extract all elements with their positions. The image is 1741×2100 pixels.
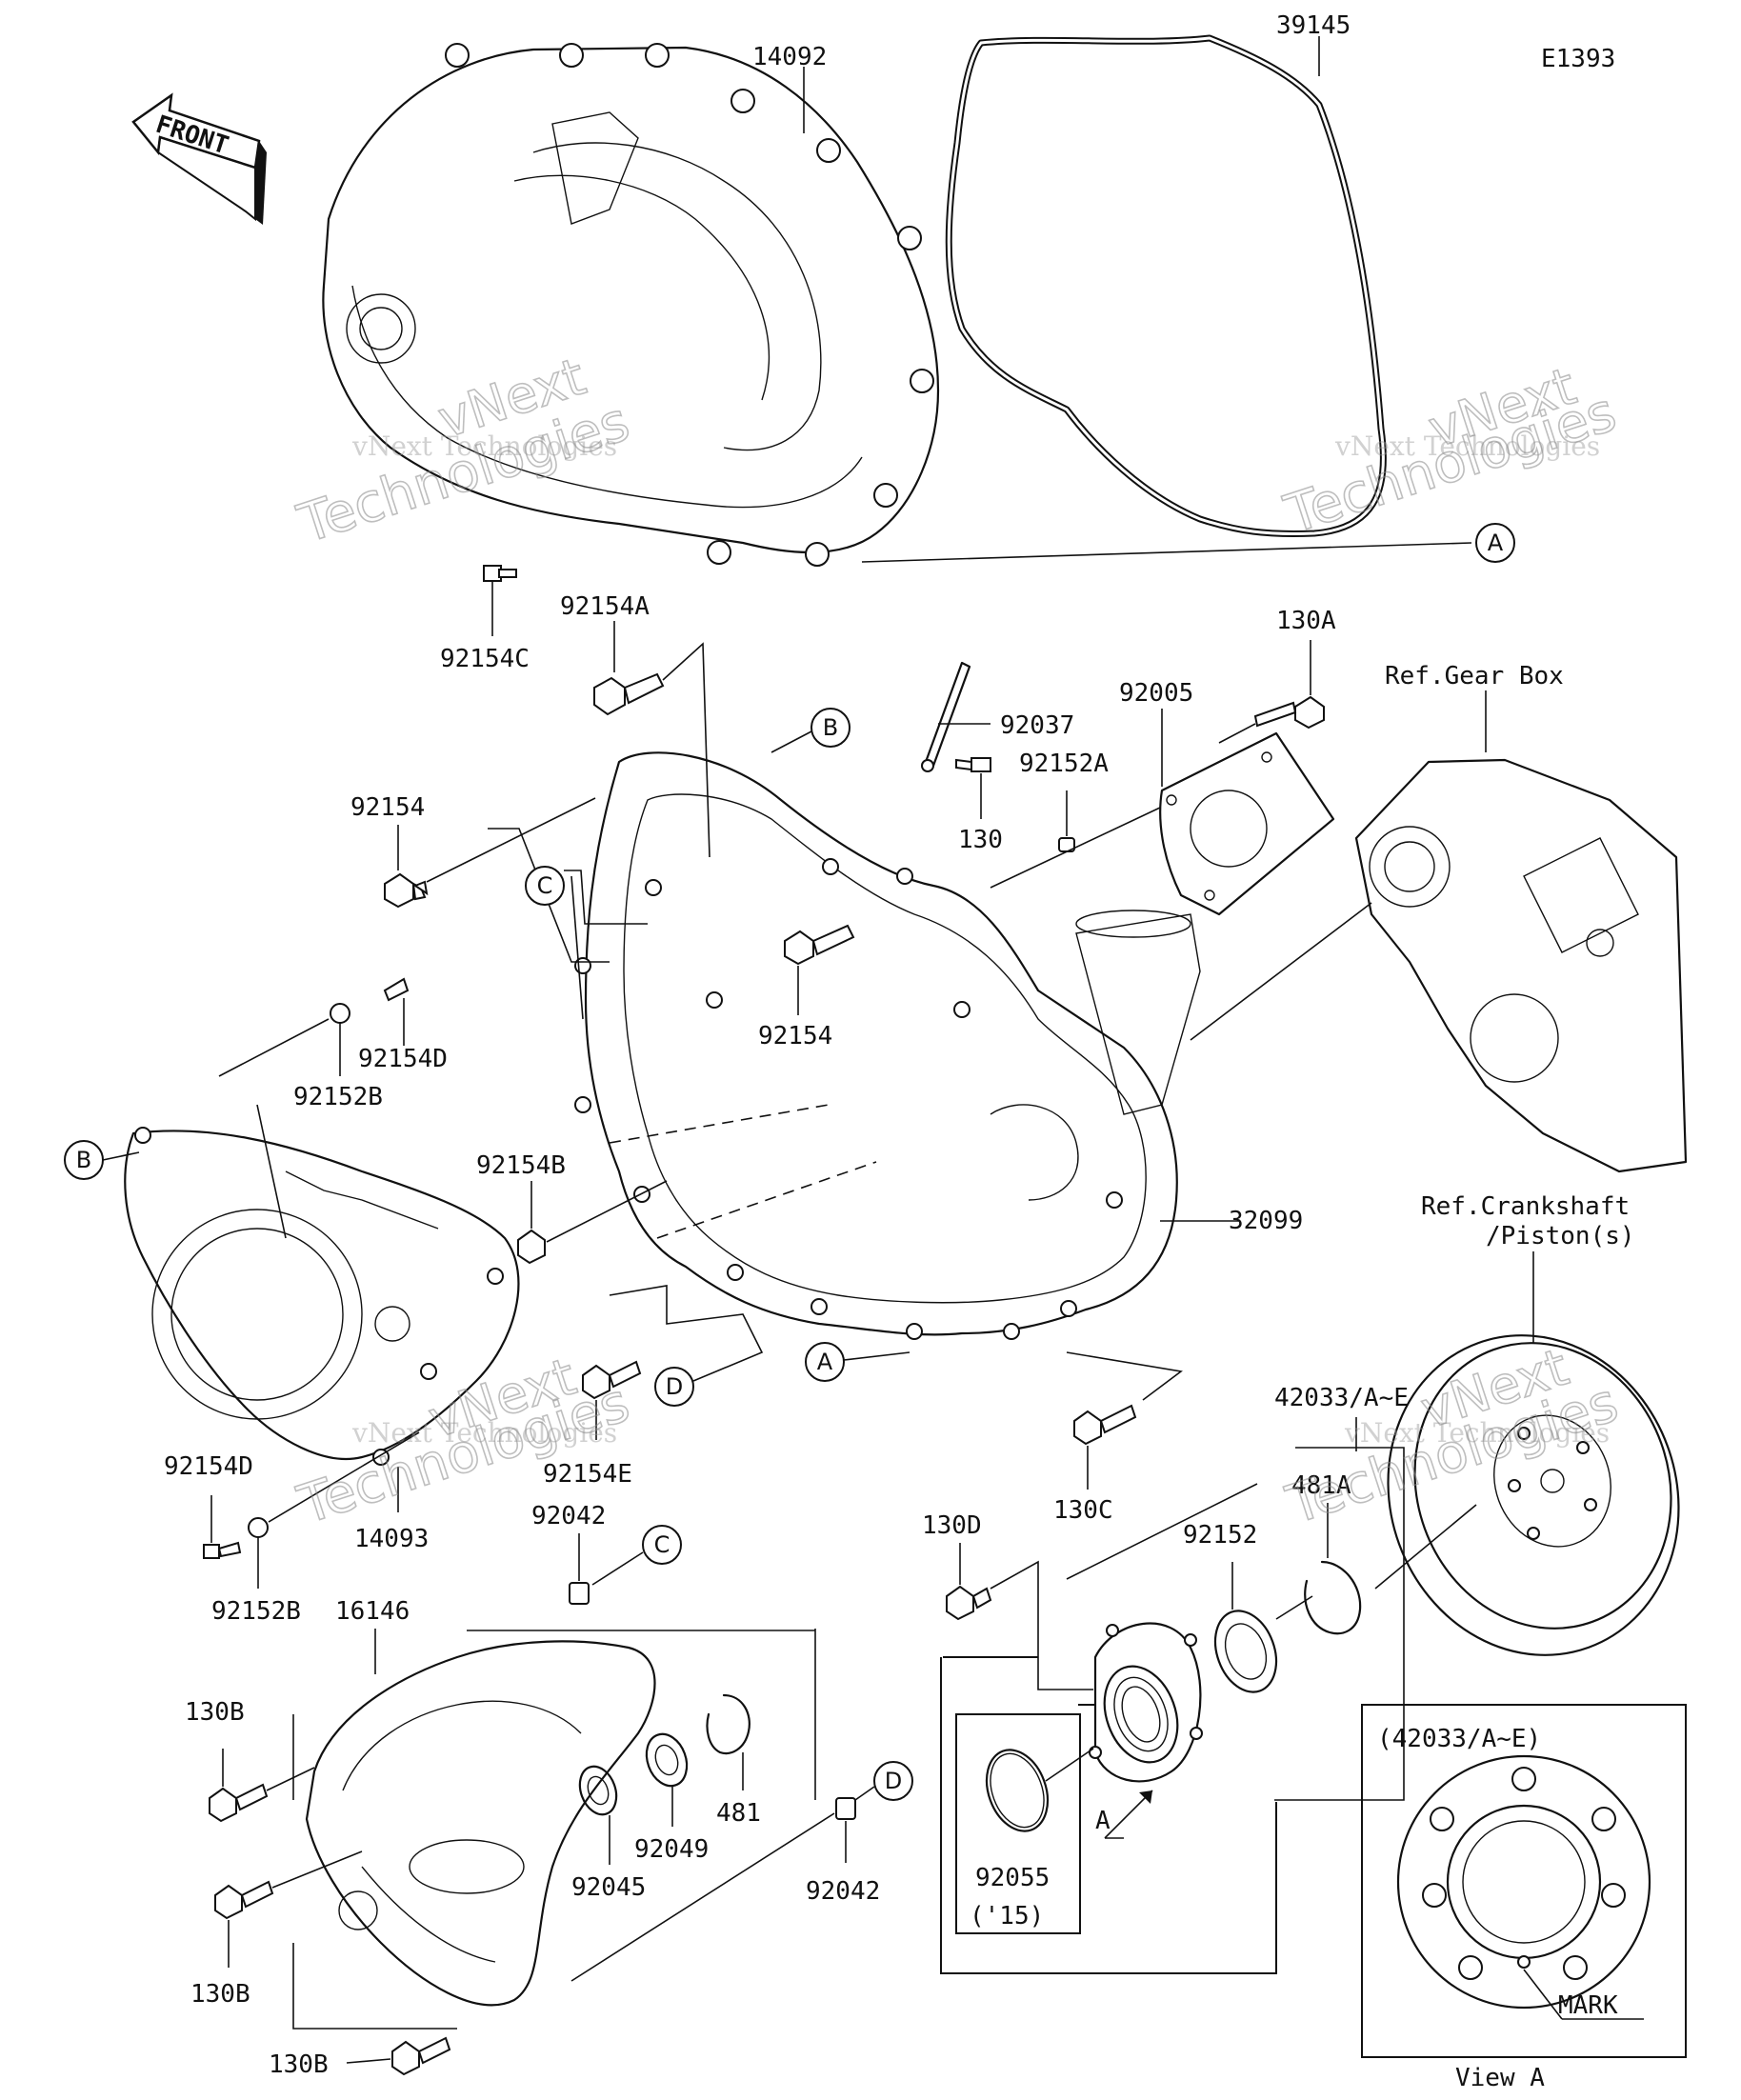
part-130C: 130C (1053, 1496, 1113, 1525)
bolt-130B-3 (391, 2036, 451, 2076)
part-92154E: 92154E (543, 1460, 632, 1489)
bolt-92154-mid (784, 924, 855, 966)
gasket-92005 (1159, 731, 1335, 916)
flywheel-ref (1387, 1334, 1680, 1656)
bolt-130C (1073, 1404, 1137, 1446)
part-92154A: 92154A (560, 592, 650, 621)
part-92154-mid: 92154 (758, 1022, 832, 1050)
bolt-92154-left (384, 872, 429, 909)
part-92154D-bot: 92154D (164, 1452, 253, 1481)
callout-c-bot: C (654, 1531, 670, 1558)
part-92037: 92037 (1000, 711, 1074, 740)
bolt-92154C (483, 565, 517, 582)
ref-gear-box: Ref.Gear Box (1385, 662, 1564, 690)
view-a-hub (1396, 1754, 1651, 2010)
part-14093: 14093 (354, 1525, 429, 1553)
svg-text:vNext Technologies: vNext Technologies (351, 430, 617, 462)
bolt-130B-2 (214, 1880, 274, 1920)
ref-crankshaft-2: /Piston(s) (1486, 1222, 1635, 1250)
callout-c-mid: C (537, 872, 553, 899)
bolt-92154A (593, 672, 665, 716)
bolt-130A (1253, 695, 1325, 730)
dowel-92042-bot (835, 1797, 856, 1820)
part-92152: 92152 (1183, 1521, 1257, 1550)
svg-text:vNext Technologies: vNext Technologies (351, 1417, 617, 1449)
part-92154D-top: 92154D (358, 1045, 448, 1073)
part-42033: 42033/A~E (1274, 1384, 1409, 1412)
gear-box-ref (1354, 758, 1688, 1173)
bolt-92154E (582, 1360, 642, 1400)
part-14092: 14092 (752, 43, 827, 71)
part-92042-top: 92042 (531, 1502, 606, 1530)
watermark-bottom-right: vNext Technologies vNext Technologies (1278, 1336, 1626, 1538)
part-92055-year: ('15) (970, 1902, 1044, 1930)
part-481A: 481A (1291, 1471, 1351, 1500)
part-92152B-top: 92152B (293, 1083, 383, 1111)
seal-92049 (645, 1732, 689, 1788)
svg-text:vNext Technologies: vNext Technologies (1334, 430, 1600, 462)
seal-92152 (1213, 1610, 1278, 1693)
front-arrow-icon: FRONT (131, 92, 267, 225)
watermark-top-left: vNext Technologies vNext Technologies (290, 346, 637, 557)
dowel-92042-top (569, 1582, 590, 1605)
bolt-130B-1 (209, 1783, 269, 1823)
part-481: 481 (716, 1799, 761, 1828)
watermark-top-right: vNext Technologies vNext Technologies (1276, 355, 1624, 548)
clutch-cover-14092 (322, 43, 940, 567)
part-92152A: 92152A (1019, 750, 1109, 778)
crankcase-32099 (574, 751, 1201, 1340)
cover-14093 (124, 1127, 520, 1466)
view-a-caption: View A (1455, 2064, 1545, 2092)
part-92154B: 92154B (476, 1151, 566, 1180)
washer-92152B-top (330, 1003, 350, 1024)
part-32099: 32099 (1229, 1207, 1303, 1235)
cover-16146 (305, 1640, 656, 2007)
part-92055: 92055 (975, 1864, 1050, 1892)
part-130D: 130D (922, 1511, 982, 1540)
part-130B-3: 130B (269, 2050, 329, 2079)
part-92152B-bot: 92152B (211, 1597, 301, 1626)
box-92055 (955, 1713, 1081, 1934)
ref-crankshaft-1: Ref.Crankshaft (1421, 1192, 1630, 1221)
diagram-code: E1393 (1541, 45, 1615, 73)
part-92049: 92049 (634, 1835, 709, 1864)
washer-92152B-bot (248, 1517, 269, 1538)
callout-d-bot: D (885, 1768, 902, 1794)
hose-92037 (921, 661, 971, 772)
callout-d-mid: D (666, 1373, 683, 1400)
bolt-130D (946, 1585, 992, 1621)
gasket-39145 (945, 34, 1387, 537)
part-92045: 92045 (571, 1873, 646, 1902)
callout-a-mid: A (817, 1349, 833, 1375)
oring-92055 (985, 1749, 1050, 1832)
view-a-mark: MARK (1558, 1991, 1618, 2020)
seal-92045 (578, 1765, 618, 1816)
part-92154-left: 92154 (350, 793, 425, 822)
clutch-hub-42033 (1089, 1622, 1203, 1783)
circlip-481 (706, 1693, 750, 1755)
callout-b-left: B (76, 1147, 91, 1173)
bolt-130 (955, 757, 991, 772)
view-a-box (1361, 1704, 1687, 2058)
callout-b-top: B (823, 714, 838, 741)
part-92154C: 92154C (440, 645, 530, 673)
part-39145: 39145 (1276, 11, 1351, 40)
part-130B-1: 130B (185, 1698, 245, 1727)
svg-text:vNext Technologies: vNext Technologies (1344, 1417, 1610, 1449)
part-92005: 92005 (1119, 679, 1193, 708)
part-92042-bot: 92042 (806, 1877, 880, 1906)
bolt-92154D-bot (203, 1541, 242, 1559)
part-16146: 16146 (335, 1597, 410, 1626)
bolt-92154D-top (383, 977, 410, 1002)
part-130: 130 (958, 826, 1003, 854)
callout-a-top: A (1488, 530, 1504, 556)
circlip-481A (1304, 1560, 1362, 1635)
part-130B-2: 130B (190, 1980, 250, 2009)
part-130A: 130A (1276, 607, 1336, 635)
view-a-title: (42033/A~E) (1377, 1725, 1541, 1753)
bolt-92154B (517, 1229, 546, 1265)
view-a-arrow-label: A (1095, 1807, 1111, 1835)
